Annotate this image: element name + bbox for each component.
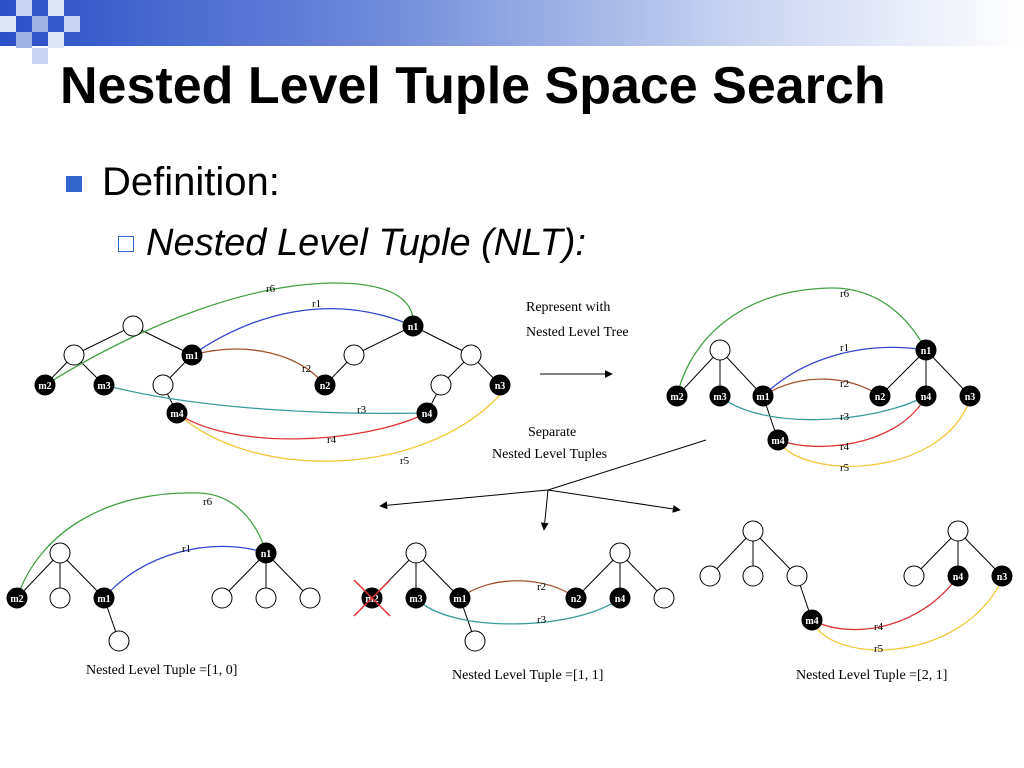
svg-text:m2: m2 bbox=[38, 381, 51, 392]
caption-represent-1: Represent with bbox=[526, 300, 610, 315]
svg-text:m2: m2 bbox=[10, 594, 23, 605]
svg-text:m4: m4 bbox=[170, 409, 183, 420]
node-n3 bbox=[489, 374, 511, 396]
corner-decoration bbox=[0, 0, 80, 64]
rule-arc-r3 bbox=[103, 384, 428, 415]
svg-text:n3: n3 bbox=[965, 392, 976, 403]
svg-text:m2: m2 bbox=[670, 392, 683, 403]
bullet-square-icon bbox=[66, 176, 82, 192]
svg-text:m1: m1 bbox=[97, 594, 110, 605]
original-trees: r6 r1 r2 r3 r4 r5 m2 m3 m1 m4 n bbox=[34, 282, 511, 467]
svg-text:m1: m1 bbox=[185, 351, 198, 362]
svg-text:r5: r5 bbox=[874, 643, 884, 655]
svg-text:r4: r4 bbox=[874, 621, 884, 633]
svg-text:r4: r4 bbox=[840, 441, 850, 453]
nlt-2-1: r4 r5 m4 n4 n3 Nested Level Tuple =[2, 1… bbox=[699, 520, 1013, 683]
svg-text:m1: m1 bbox=[453, 594, 466, 605]
node-m1 bbox=[181, 344, 203, 366]
nlt-1-0: r6 r1 m2 m1 n1 Nested Level Tuple =[1, 0… bbox=[6, 492, 321, 678]
caption-separate-2: Nested Level Tuples bbox=[492, 447, 607, 462]
svg-text:m2: m2 bbox=[365, 594, 378, 605]
node-m3 bbox=[93, 374, 115, 396]
rule-arc-r6-nlt bbox=[676, 287, 927, 397]
svg-text:r2: r2 bbox=[840, 378, 849, 390]
svg-text:n4: n4 bbox=[921, 392, 932, 403]
rule-arc-r2-nlt bbox=[762, 378, 881, 397]
svg-text:r6: r6 bbox=[840, 288, 850, 300]
label-r5: r5 bbox=[400, 455, 410, 467]
rule-arc-r3-nlt bbox=[719, 395, 927, 421]
caption-represent-2: Nested Level Tree bbox=[526, 325, 629, 340]
rule-arc-r5-nlt bbox=[777, 399, 971, 467]
bullet-nlt: Nested Level Tuple (NLT): bbox=[146, 222, 586, 264]
nlt-1-1: r2 r3 m2 m3 m1 n2 n4 Nested Level Tuple … bbox=[353, 542, 675, 683]
caption-tuple-1-0: Nested Level Tuple =[1, 0] bbox=[86, 663, 237, 678]
svg-text:n1: n1 bbox=[921, 346, 932, 357]
rule-arc-r4 bbox=[176, 412, 428, 440]
svg-text:m3: m3 bbox=[713, 392, 726, 403]
svg-text:n1: n1 bbox=[261, 549, 272, 560]
caption-tuple-1-1: Nested Level Tuple =[1, 1] bbox=[452, 668, 603, 683]
rule-arc-r1 bbox=[191, 308, 414, 356]
node-n1 bbox=[402, 315, 424, 337]
svg-text:m3: m3 bbox=[97, 381, 110, 392]
svg-text:n1: n1 bbox=[408, 322, 419, 333]
svg-text:m4: m4 bbox=[805, 616, 818, 627]
caption-tuple-2-1: Nested Level Tuple =[2, 1] bbox=[796, 668, 947, 683]
svg-text:m1: m1 bbox=[756, 392, 769, 403]
svg-text:n4: n4 bbox=[422, 409, 433, 420]
slide-title: Nested Level Tuple Space Search bbox=[60, 57, 886, 115]
svg-text:n2: n2 bbox=[320, 381, 331, 392]
bullet-hollow-square-icon bbox=[118, 236, 134, 252]
node-m4 bbox=[166, 402, 188, 424]
svg-text:r1: r1 bbox=[182, 543, 191, 555]
label-r4: r4 bbox=[327, 434, 337, 446]
svg-text:m3: m3 bbox=[409, 594, 422, 605]
svg-text:r6: r6 bbox=[203, 496, 213, 508]
caption-separate-1: Separate bbox=[528, 425, 576, 440]
svg-text:r2: r2 bbox=[537, 581, 546, 593]
svg-text:n4: n4 bbox=[615, 594, 626, 605]
rule-arc-r2 bbox=[191, 348, 326, 386]
rule-arc-r4-nlt bbox=[777, 395, 927, 448]
svg-text:r5: r5 bbox=[840, 462, 850, 474]
separate-arrows bbox=[379, 439, 707, 531]
label-r1: r1 bbox=[312, 298, 321, 310]
title-band bbox=[0, 0, 1024, 46]
rule-arc-r5 bbox=[176, 394, 501, 462]
svg-text:n2: n2 bbox=[875, 392, 886, 403]
rule-arc-r6 bbox=[44, 282, 414, 386]
label-r2: r2 bbox=[302, 363, 311, 375]
svg-text:n2: n2 bbox=[571, 594, 582, 605]
bullet-definition: Definition: bbox=[102, 160, 280, 204]
svg-text:r1: r1 bbox=[840, 342, 849, 354]
svg-text:n3: n3 bbox=[495, 381, 506, 392]
node-n2 bbox=[314, 374, 336, 396]
node-m2 bbox=[34, 374, 56, 396]
svg-text:m4: m4 bbox=[771, 436, 784, 447]
cross-out-mark bbox=[353, 579, 391, 617]
node-n4 bbox=[416, 402, 438, 424]
svg-text:r3: r3 bbox=[840, 411, 850, 423]
svg-text:n4: n4 bbox=[953, 572, 964, 583]
label-r6: r6 bbox=[266, 283, 276, 295]
nested-level-tree: r6 r1 r2 r3 r4 r5 m2 m3 m1 m4 n1 n2 n4 n… bbox=[666, 287, 981, 474]
svg-text:n3: n3 bbox=[997, 572, 1008, 583]
rule-arc-r1-nlt bbox=[762, 346, 927, 397]
svg-text:r3: r3 bbox=[537, 614, 547, 626]
label-r3: r3 bbox=[357, 404, 367, 416]
